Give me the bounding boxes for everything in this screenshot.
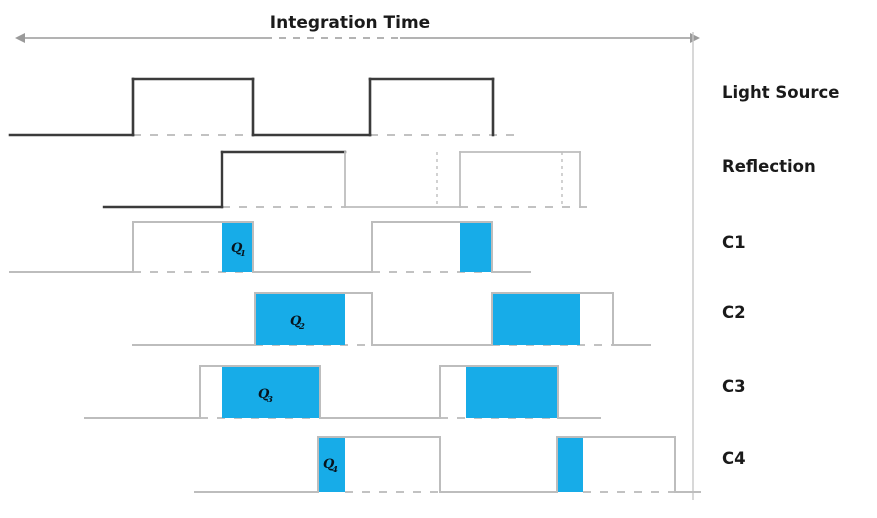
charge-fill-c2-1 <box>492 294 580 345</box>
charge-fill-c4-0 <box>318 438 345 492</box>
row-label-c3: C3 <box>722 377 746 396</box>
charge-label-c4: Q <box>323 457 335 472</box>
charge-fill-c4-1 <box>557 438 583 492</box>
charge-fill-c1-1 <box>460 223 492 272</box>
charge-label-subscript-c2: 2 <box>298 322 305 332</box>
arrow-head-right-icon <box>690 33 700 43</box>
charge-label-subscript-c4: 4 <box>332 465 338 475</box>
row-label-c1: C1 <box>722 233 746 252</box>
waveform-c2: Q2 <box>132 292 651 346</box>
charge-label-c3: Q <box>258 387 270 402</box>
arrow-head-left-icon <box>15 33 25 43</box>
charge-fill-c3-1 <box>466 367 558 418</box>
row-label-c4: C4 <box>722 449 746 468</box>
row-label-c2: C2 <box>722 303 746 322</box>
waveform-light-source <box>8 77 520 137</box>
waveform-c4: Q4 <box>194 436 701 493</box>
row-label-reflection: Reflection <box>722 157 816 176</box>
charge-fill-c2-0 <box>255 294 345 345</box>
charge-fill-c1-0 <box>222 223 253 272</box>
waveform-reflection <box>102 150 590 209</box>
integration-time-title: Integration Time <box>270 13 430 33</box>
charge-label-subscript-c1: 1 <box>240 249 246 259</box>
row-label-light-source: Light Source <box>722 83 839 102</box>
waveform-c1: Q1 <box>9 221 531 273</box>
charge-label-c2: Q <box>290 314 302 329</box>
waveform-c3: Q3 <box>84 365 601 419</box>
integration-time-arrow <box>15 33 700 43</box>
charge-label-c1: Q <box>231 241 243 256</box>
charge-label-subscript-c3: 3 <box>267 395 273 405</box>
charge-fill-c3-0 <box>222 367 320 418</box>
